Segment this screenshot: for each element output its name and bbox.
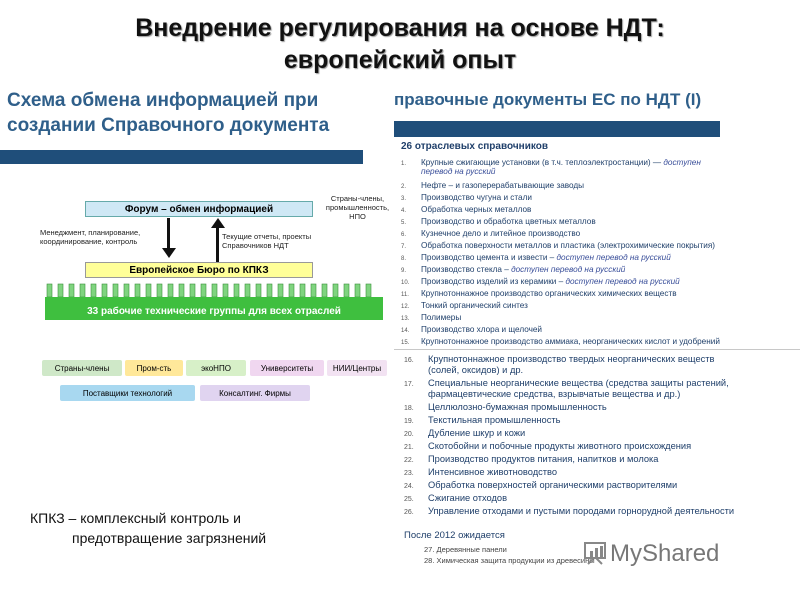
list-item: 25.Сжигание отходов xyxy=(404,493,508,503)
list-item: 19.Текстильная промышленность xyxy=(404,415,561,425)
list-item: 3.Производство чугуна и стали xyxy=(401,193,532,202)
group-arrows-icon xyxy=(45,283,383,303)
list-item: 15.Крупнотоннажное производство аммиака,… xyxy=(401,337,720,346)
left-panel-heading: Схема обмена информацией при создании Сп… xyxy=(0,88,385,152)
down-arrow-head xyxy=(162,248,176,258)
list-item: 12.Тонкий органический синтез xyxy=(401,301,528,310)
list-item: 13.Полимеры xyxy=(401,313,462,322)
list-item: 10.Производство изделий из керамики – до… xyxy=(401,277,680,286)
forum-side-note: Страны-члены, промышленность, НПО xyxy=(325,194,390,221)
up-arrow-head xyxy=(211,218,225,228)
list-item: 5.Производство и обработка цветных метал… xyxy=(401,217,596,226)
slide-title-line2: европейский опыт xyxy=(283,46,517,74)
reports-note: Текущие отчеты, проекты Справочников НДТ xyxy=(222,232,312,250)
list-item-wrap: перевод на русский xyxy=(421,167,496,176)
list-item-wrap: (солей, оксидов) и др. xyxy=(428,365,524,375)
list-item: 17.Специальные неорганические вещества (… xyxy=(404,378,729,388)
right-subheading: 26 отраслевых справочников xyxy=(401,141,548,152)
group-arrows-row xyxy=(45,283,383,305)
list-item: 27. Деревянные панели xyxy=(424,545,507,554)
list-item: 23.Интенсивное животноводство xyxy=(404,467,558,477)
list-item: 18.Целлюлозно-бумажная промышленность xyxy=(404,402,607,412)
bureau-box: Европейское Бюро по КПКЗ xyxy=(85,262,313,278)
pill-industry: Пром-сть xyxy=(125,360,183,376)
list-item: 9.Производство стекла – доступен перевод… xyxy=(401,265,626,274)
watermark-text: MyShared xyxy=(610,540,720,567)
left-heading-line1: Схема обмена информацией при xyxy=(7,90,319,111)
list-item: 7.Обработка поверхности металлов и пласт… xyxy=(401,241,716,250)
legend-line1: КПКЗ – комплексный контроль и xyxy=(30,510,241,526)
list-item: 28. Химическая защита продукции из древе… xyxy=(424,556,595,565)
myshared-logo-icon xyxy=(582,540,608,566)
right-panel-heading: правочные документы ЕС по НДТ (I) xyxy=(394,90,702,109)
right-heading-bar xyxy=(394,121,720,137)
list-item: 21.Скотобойни и побочные продукты животн… xyxy=(404,441,692,451)
list-item: 22.Производство продуктов питания, напит… xyxy=(404,454,659,464)
list-item-wrap: фармацевтические средства, взрывчатые ве… xyxy=(428,389,681,399)
after-2012-label: После 2012 ожидается xyxy=(404,530,505,541)
working-groups-bar: 33 рабочие технические группы для всех о… xyxy=(45,303,383,320)
pill-eco-ngo: экоНПО xyxy=(186,360,246,376)
list-item: 14.Производство хлора и щелочей xyxy=(401,325,542,334)
list-item: 20.Дубление шкур и кожи xyxy=(404,428,526,438)
down-arrow-shaft xyxy=(167,218,170,250)
list-item: 24.Обработка поверхностей органическими … xyxy=(404,480,678,490)
list-divider xyxy=(394,349,800,350)
list-item: 2.Нефте – и газоперерабатывающие заводы xyxy=(401,181,585,190)
list-item: 16.Крупнотоннажное производство твердых … xyxy=(404,354,715,364)
pill-institutes: НИИ/Центры xyxy=(327,360,387,376)
list-item: 6.Кузнечное дело и литейное производство xyxy=(401,229,581,238)
management-note: Менеджмент, планирование, координировани… xyxy=(40,228,141,246)
pill-tech-suppliers: Поставщики технологий xyxy=(60,385,195,401)
left-heading-line2: создании Справочного документа xyxy=(7,115,330,136)
list-item: 8.Производство цемента и извести – досту… xyxy=(401,253,671,262)
list-item: 4.Обработка черных металлов xyxy=(401,205,532,214)
pill-member-states: Страны-члены xyxy=(42,360,122,376)
pill-universities: Университеты xyxy=(250,360,324,376)
slide-title-line1: Внедрение регулирования на основе НДТ: xyxy=(135,14,665,42)
list-item: 1.Крупные сжигающие установки (в т.ч. те… xyxy=(401,158,701,167)
list-item: 26.Управление отходами и пустыми породам… xyxy=(404,506,735,516)
left-heading-bar xyxy=(0,150,363,164)
up-arrow-shaft xyxy=(216,227,219,262)
list-item: 11.Крупнотоннажное производство органиче… xyxy=(401,289,677,298)
forum-box: Форум – обмен информацией xyxy=(85,201,313,217)
legend-line2: предотвращение загрязнений xyxy=(72,530,267,546)
pill-consulting: Консалтинг. Фирмы xyxy=(200,385,310,401)
ippc-legend: КПКЗ – комплексный контроль и предотвращ… xyxy=(30,508,266,548)
